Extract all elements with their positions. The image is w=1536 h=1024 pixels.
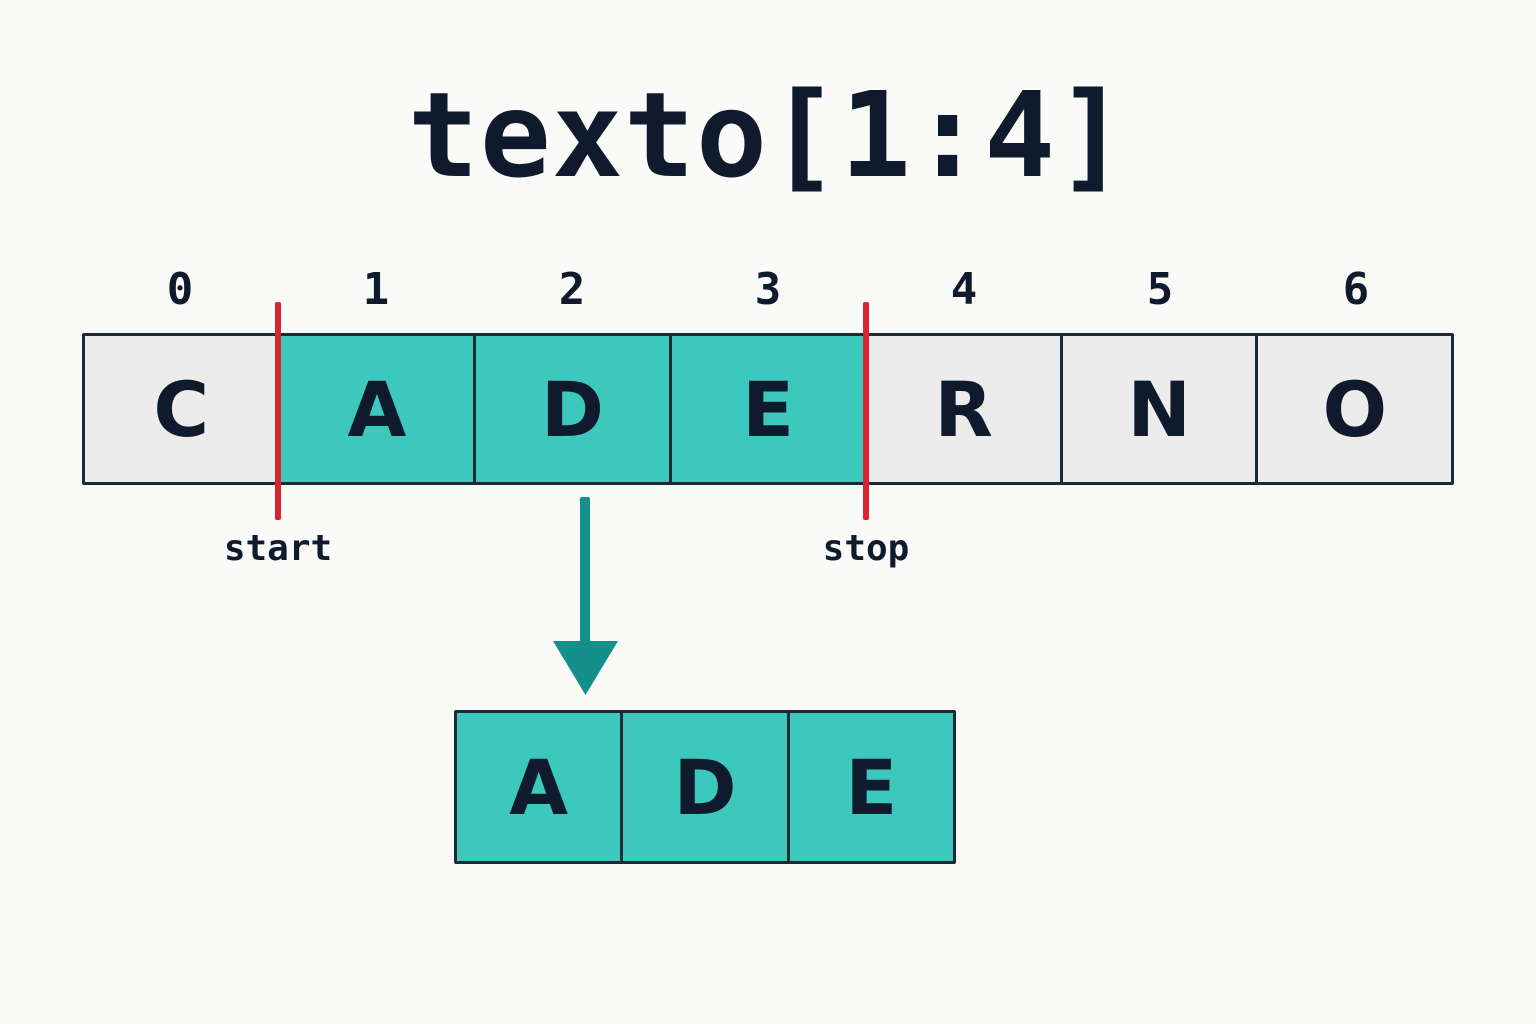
index-label: 2 xyxy=(558,264,586,315)
char-cell: A xyxy=(280,336,477,482)
index-label: 4 xyxy=(950,264,978,315)
index-label: 5 xyxy=(1146,264,1174,315)
index-label: 1 xyxy=(362,264,390,315)
index-label: 0 xyxy=(166,264,194,315)
index-row: 0 1 2 3 4 5 6 xyxy=(82,262,1454,318)
index-label: 3 xyxy=(754,264,782,315)
char-cell: O xyxy=(1258,336,1452,482)
result-char-cell: E xyxy=(789,713,953,861)
index-label: 6 xyxy=(1342,264,1370,315)
stop-marker xyxy=(863,302,869,520)
start-marker xyxy=(275,302,281,520)
char-cell: C xyxy=(85,336,281,482)
stop-label: stop xyxy=(822,528,910,569)
char-cell: R xyxy=(867,336,1063,482)
arrow-shaft xyxy=(580,497,590,647)
diagram-title: texto[1:4] xyxy=(407,66,1129,204)
char-cell: N xyxy=(1062,336,1259,482)
result-cells: A D E xyxy=(454,710,956,864)
result-char-cell: A xyxy=(457,713,624,861)
start-label: start xyxy=(223,528,333,569)
result-char-cell: D xyxy=(623,713,790,861)
char-cell: D xyxy=(476,336,672,482)
string-cells: C A D E R N O xyxy=(82,333,1454,485)
arrow-head xyxy=(553,641,618,695)
